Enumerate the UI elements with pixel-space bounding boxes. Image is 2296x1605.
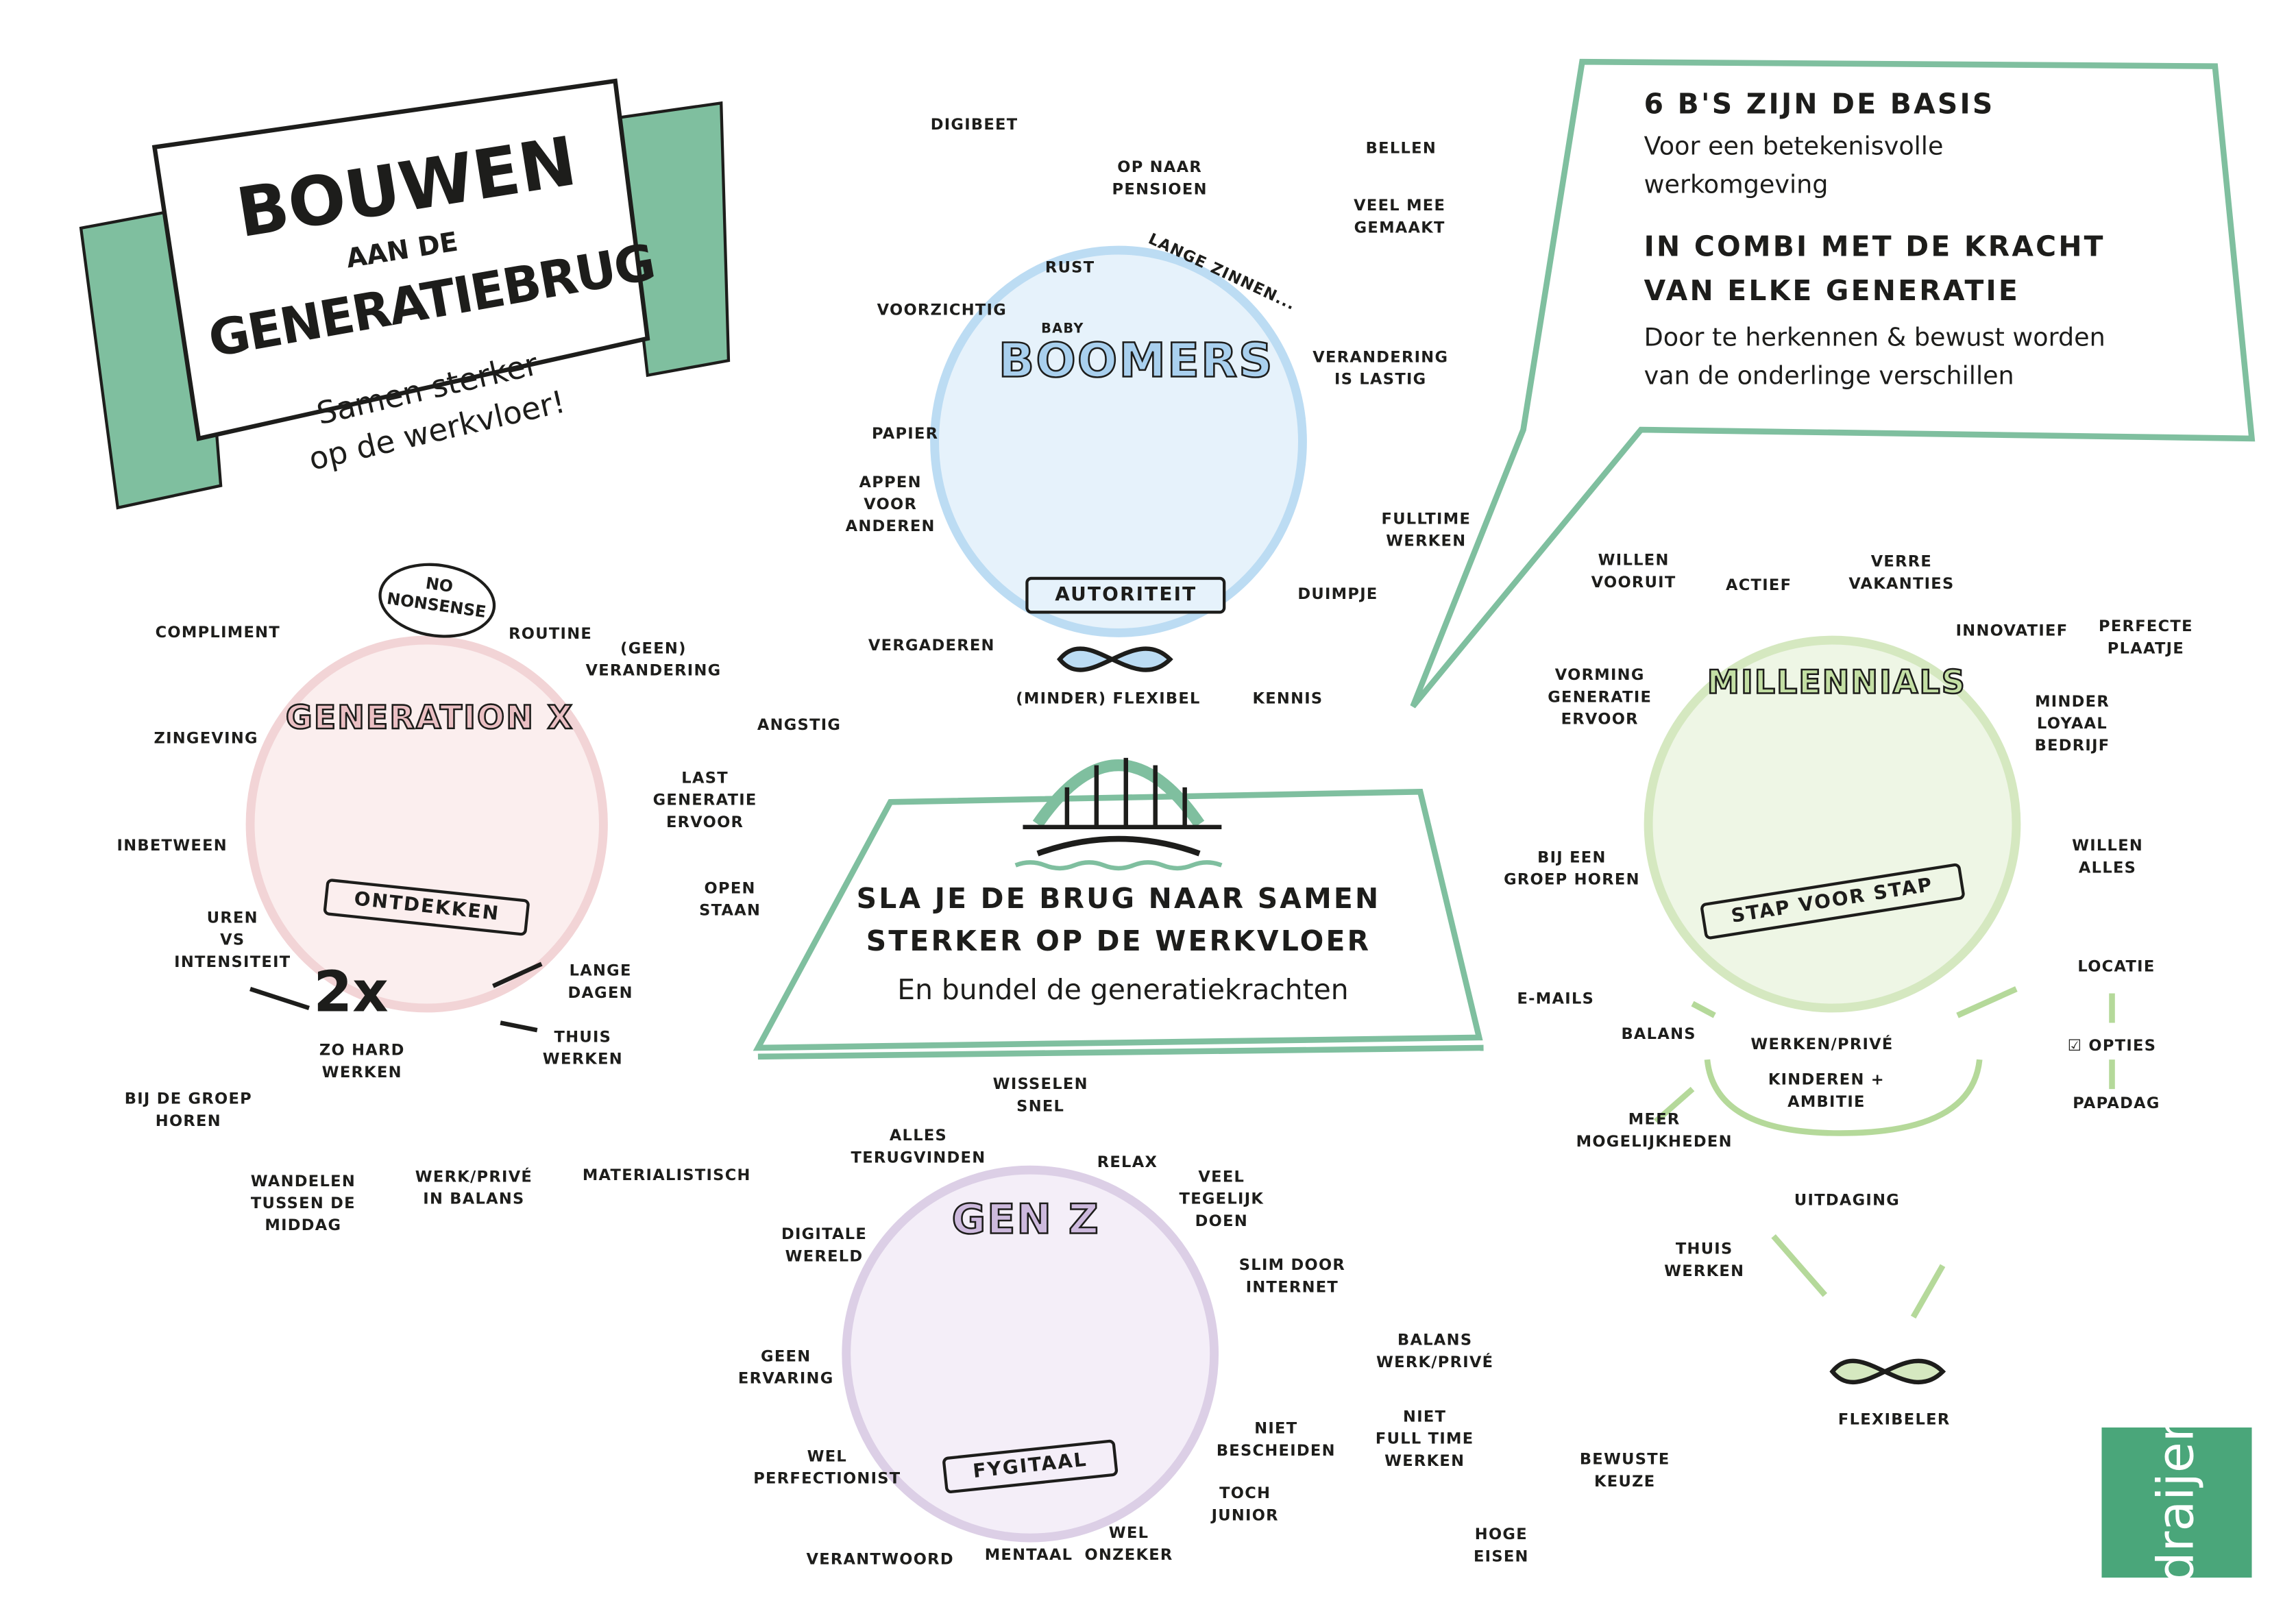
millennials-label-perfecte-plaatje: PERFECTE PLAATJE (2099, 617, 2193, 659)
boomers-infinity-icon (1056, 646, 1173, 672)
millennials-label-flexibeler: FLEXIBELER (1837, 1411, 1951, 1430)
boomers-label-appen-voor-anderen: APPEN VOOR ANDEREN (845, 474, 936, 537)
draijer-logo: draijer (2101, 1421, 2252, 1584)
boomers-label-veel-mee-gemaakt: VEEL MEE GEMAAKT (1354, 197, 1446, 238)
center-board (753, 788, 1483, 1051)
genx-label-lange-dagen: LANGE DAGEN (567, 962, 633, 1003)
genx-dome (245, 635, 608, 1013)
genx-label-uren-vs-intensiteit: UREN VS INTENSITEIT (174, 909, 291, 972)
genx-label-materialistisch: MATERIALISTISCH (582, 1166, 751, 1185)
info-text-2: Door te herkennen & bewust worden van de… (1644, 323, 2105, 391)
genx-label-zo-hard-werken: ZO HARD WERKEN (319, 1042, 405, 1082)
millennials-label-e-mails: E-MAILS (1517, 990, 1595, 1008)
boomers-label-papier: PAPIER (871, 425, 939, 443)
genz-title: GEN Z (951, 1194, 1100, 1244)
genz-dome (842, 1165, 1219, 1543)
genx-label-werk-priv-in-balans: WERK/PRIVÉ IN BALANS (415, 1168, 533, 1209)
genx-title: GENERATION X (285, 700, 574, 738)
millennials-title: MILLENNIALS (1707, 664, 1966, 702)
genz-label-wisselen-snel: WISSELEN SNEL (992, 1075, 1088, 1116)
millennials-label-verre-vakanties: VERRE VAKANTIES (1848, 553, 1955, 593)
genz-label-geen-ervaring: GEEN ERVARING (737, 1348, 834, 1388)
info-heading-1: 6 B'S ZIJN DE BASIS (1644, 88, 1995, 121)
genx-2x: 2x (313, 959, 389, 1025)
boomers-label-minder-flexibel: (MINDER) FLEXIBEL (1016, 690, 1201, 708)
genz-label-balans-werk-priv: BALANS WERK/PRIVÉ (1376, 1332, 1494, 1372)
boomers-label-kennis: KENNIS (1252, 690, 1323, 708)
millennials-label-uitdaging: UITDAGING (1794, 1192, 1901, 1210)
millennials-infinity-icon (1829, 1358, 1946, 1384)
boomers-title: BOOMERS (998, 332, 1274, 389)
millennials-label-kinderen-ambitie: KINDEREN + AMBITIE (1768, 1071, 1885, 1112)
boomers-label-voorzichtig: VOORZICHTIG (877, 302, 1007, 319)
genz-label-wel-perfectionist: WEL PERFECTIONIST (753, 1448, 901, 1488)
millennials-label-werken-priv: WERKEN/PRIVÉ (1750, 1036, 1894, 1054)
millennials-label-willen-alles: WILLEN ALLES (2072, 837, 2144, 878)
boomers-label-duimpje: DUIMPJE (1297, 585, 1378, 604)
genx-label-wandelen-tussen-de-middag: WANDELEN TUSSEN DE MIDDAG (250, 1173, 356, 1236)
millennials-label-innovatief: INNOVATIEF (1955, 622, 2068, 641)
boomers-dome (930, 245, 1307, 637)
genz-label-alles-terugvinden: ALLES TERUGVINDEN (851, 1127, 986, 1168)
boomers-title-small: BABY (1041, 322, 1084, 337)
genx-label-bij-de-groep-horen: BIJ DE GROEP HOREN (124, 1090, 252, 1131)
boomers-label-verandering-is-lastig: VERANDERING IS LASTIG (1312, 348, 1449, 389)
boomers-banner: AUTORITEIT (1025, 576, 1227, 614)
genx-label-compliment: COMPLIMENT (155, 624, 281, 642)
genz-label-niet-bescheiden: NIET BESCHEIDEN (1216, 1420, 1336, 1460)
millennials-label-willen-vooruit: WILLEN VOORUIT (1591, 552, 1676, 592)
genz-label-toch-junior: TOCH JUNIOR (1211, 1484, 1279, 1526)
genz-label-wel-onzeker: WEL ONZEKER (1084, 1524, 1173, 1565)
genx-label-last-generatie-ervoor: LAST GENERATIE ERVOOR (652, 770, 757, 833)
millennials-label-vorming-generatie-ervoor: VORMING GENERATIE ERVOOR (1548, 666, 1652, 729)
millennials-label-actief: ACTIEF (1725, 576, 1792, 595)
millennials-label-locatie: LOCATIE (2077, 957, 2155, 976)
genz-label-veel-tegelijk-doen: VEEL TEGELIJK DOEN (1179, 1168, 1265, 1232)
millennials-label-thuis-werken: THUIS WERKEN (1664, 1240, 1745, 1281)
center-board-edge (757, 1044, 1484, 1060)
title-banner (151, 78, 650, 441)
boomers-label-vergaderen: VERGADEREN (868, 637, 995, 655)
genz-label-bewuste-keuze: BEWUSTE KEUZE (1579, 1451, 1670, 1491)
boomers-label-bellen: BELLEN (1365, 140, 1437, 158)
center-heading: SLA JE DE BRUG NAAR SAMEN STERKER OP DE … (856, 883, 1381, 959)
logo-text: draijer (2147, 1421, 2206, 1584)
info-text-1: Voor een betekenisvolle werkomgeving (1644, 132, 1944, 199)
genz-label-niet-full-time-werken: NIET FULL TIME WERKEN (1375, 1408, 1474, 1471)
genz-label-mentaal: MENTAAL (984, 1546, 1073, 1565)
genz-label-verantwoord: VERANTWOORD (806, 1551, 954, 1569)
genx-label-angstig: ANGSTIG (757, 716, 842, 735)
millennials-label-opties: ☑ OPTIES (2067, 1037, 2157, 1055)
boomers-label-digibeet: DIGIBEET (930, 116, 1018, 134)
boomers-label-rust: RUST (1045, 258, 1095, 277)
millennials-label-balans: BALANS (1621, 1025, 1696, 1044)
genz-label-hoge-eisen: HOGE EISEN (1473, 1526, 1529, 1567)
genx-label-zingeving: ZINGEVING (154, 730, 258, 748)
genx-arrows (249, 961, 543, 1033)
bridge-icon (1014, 757, 1223, 871)
genx-label-routine: ROUTINE (509, 625, 593, 644)
millennials-label-papadag: PAPADAG (2073, 1094, 2160, 1113)
genz-label-slim-door-internet: SLIM DOOR INTERNET (1238, 1256, 1346, 1297)
boomers-label-fulltime-werken: FULLTIME WERKEN (1381, 511, 1471, 551)
genx-label-open-staan: OPEN STAAN (699, 880, 761, 920)
genz-label-digitale-wereld: DIGITALE WERELD (781, 1225, 868, 1266)
millennials-label-minder-loyaal-bedrijf: MINDER LOYAAL BEDRIJF (2034, 693, 2110, 756)
millennials-label-meer-mogelijkheden: MEER MOGELIJKHEDEN (1576, 1111, 1733, 1151)
center-text: En bundel de generatiekrachten (897, 974, 1349, 1007)
millennials-label-bij-een-groep-horen: BIJ EEN GROEP HOREN (1504, 849, 1640, 890)
boomers-label-op-naar-pensioen: OP NAAR PENSIOEN (1112, 158, 1208, 199)
info-callout (1410, 58, 2256, 709)
millennials-arrows (1653, 986, 2115, 1319)
genx-label-thuis-werken: THUIS WERKEN (542, 1029, 623, 1069)
genx-label-geen-verandering: (GEEN) VERANDERING (585, 640, 722, 681)
genx-label-inbetween: INBETWEEN (117, 837, 228, 855)
genz-label-relax: RELAX (1097, 1153, 1158, 1172)
info-heading-2: IN COMBI MET DE KRACHT VAN ELKE GENERATI… (1644, 231, 2105, 308)
